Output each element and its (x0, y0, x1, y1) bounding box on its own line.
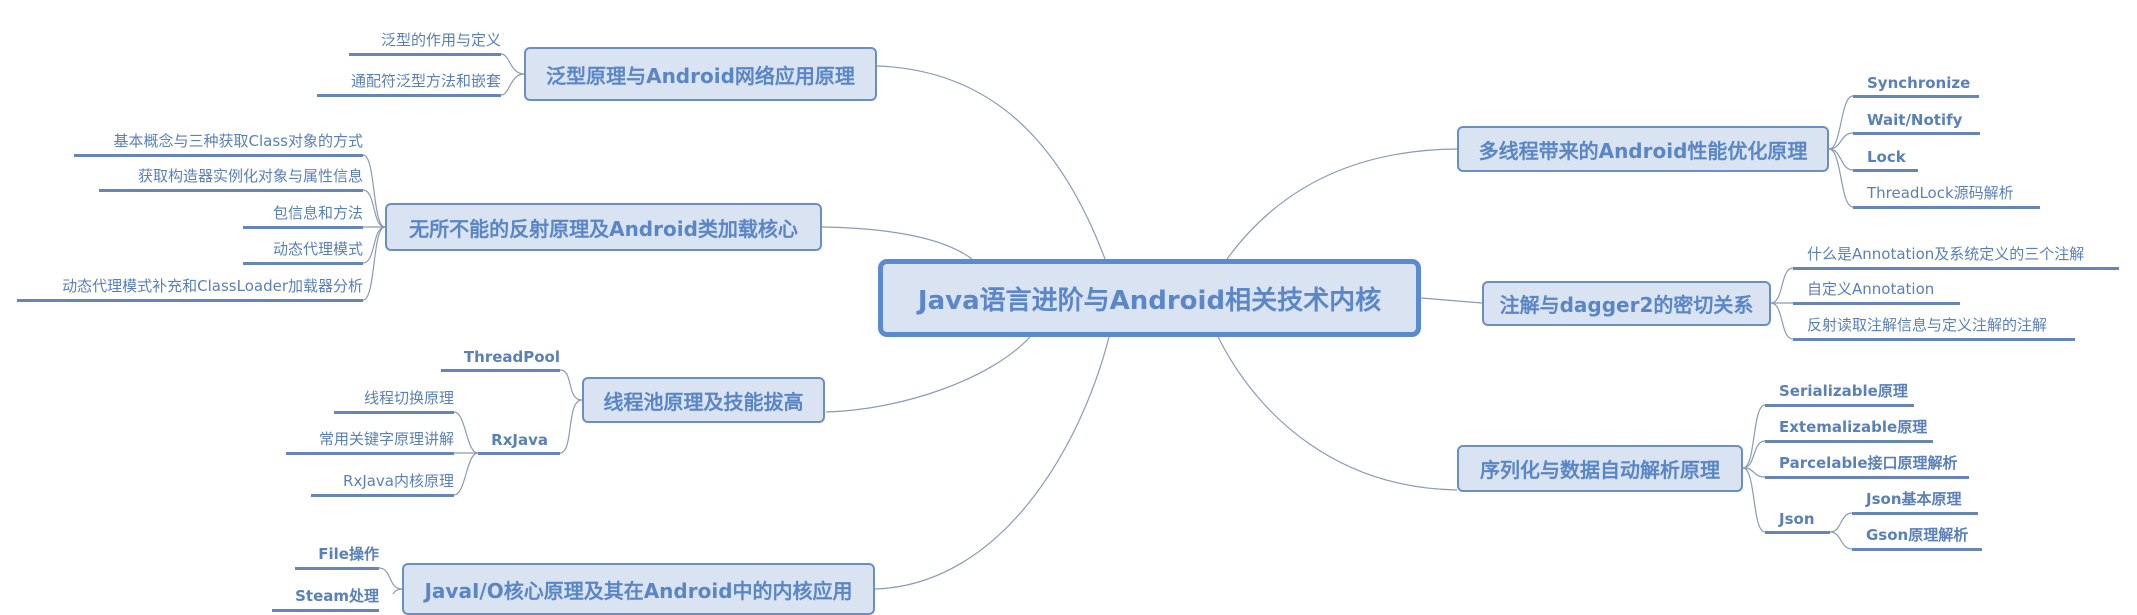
subtopic-underline (441, 369, 560, 372)
subtopic-label: 基本概念与三种获取Class对象的方式 (113, 132, 363, 150)
subtopic-underline (243, 226, 363, 229)
topic-annotation-dagger[interactable]: 注解与dagger2的密切关系 (1482, 281, 1771, 326)
topic-generics[interactable]: 泛型原理与Android网络应用原理 (524, 47, 877, 101)
subtopic-keywords[interactable]: 常用关键字原理讲解 (286, 425, 454, 455)
subtopic-dynamic-proxy[interactable]: 动态代理模式 (243, 235, 363, 265)
subtopic-underline (295, 567, 379, 570)
subtopic-steam[interactable]: Steam处理 (272, 582, 379, 612)
subtopic-custom-annotation[interactable]: 自定义Annotation (1793, 275, 1960, 305)
subtopic-label: 自定义Annotation (1807, 280, 1935, 298)
subtopic-parcelable[interactable]: Parcelable接口原理解析 (1765, 449, 1969, 479)
subtopic-file-ops[interactable]: File操作 (295, 540, 379, 570)
subtopic-label: RxJava (491, 431, 548, 449)
subtopic-underline (1793, 338, 2075, 341)
subtopic-underline (317, 94, 501, 97)
subtopic-underline (272, 609, 379, 612)
subtopic-label: 什么是Annotation及系统定义的三个注解 (1807, 245, 2085, 263)
topic-label: 无所不能的反射原理及Android类加载核心 (409, 216, 798, 241)
subtopic-reflect-annotation[interactable]: 反射读取注解信息与定义注解的注解 (1793, 311, 2075, 341)
subtopic-what-is-annotation[interactable]: 什么是Annotation及系统定义的三个注解 (1793, 240, 2119, 270)
subtopic-label: ThreadLock源码解析 (1867, 184, 2014, 202)
subtopic-underline (1765, 476, 1969, 479)
subtopic-label: 常用关键字原理讲解 (318, 430, 454, 448)
subtopic-label: Lock (1867, 148, 1906, 166)
subtopic-label: Wait/Notify (1867, 111, 1963, 129)
subtopic-label: 动态代理模式 (272, 240, 363, 258)
subtopic-underline (1793, 302, 1960, 305)
topic-label: 泛型原理与Android网络应用原理 (546, 63, 855, 88)
subtopic-rxjava-core[interactable]: RxJava内核原理 (311, 467, 454, 497)
subtopic-underline (334, 411, 454, 414)
topic-label: 线程池原理及技能拔高 (603, 389, 804, 414)
subtopic-label: Json (1779, 510, 1815, 528)
subtopic-label: 泛型的作用与定义 (380, 31, 501, 49)
subtopic-underline (17, 299, 363, 302)
subtopic-underline (1765, 404, 1914, 407)
subtopic-wildcard-generics[interactable]: 通配符泛型方法和嵌套 (317, 67, 501, 97)
subtopic-underline (243, 262, 363, 265)
topic-java-io[interactable]: JavaI/O核心原理及其在Android中的内核应用 (402, 563, 875, 615)
subtopic-label: 反射读取注解信息与定义注解的注解 (1807, 316, 2048, 334)
subtopic-underline (1853, 95, 1979, 98)
subtopic-gson[interactable]: Gson原理解析 (1852, 521, 1982, 551)
subtopic-underline (1765, 531, 1830, 534)
subtopic-label: Steam处理 (295, 587, 379, 605)
subtopic-label: File操作 (318, 545, 379, 563)
subtopic-package-info[interactable]: 包信息和方法 (243, 199, 363, 229)
subtopic-underline (1765, 440, 1933, 443)
topic-label: 注解与dagger2的密切关系 (1499, 293, 1754, 317)
subtopic-rxjava[interactable]: RxJava (478, 425, 560, 455)
subtopic-underline (1853, 206, 2040, 209)
mind-map-canvas: Java语言进阶与Android相关技术内核 泛型原理与Android网络应用原… (17, 26, 2119, 615)
subtopic-underline (1793, 267, 2119, 270)
subtopic-lock[interactable]: Lock (1853, 142, 1918, 172)
subtopic-thread-switch[interactable]: 线程切换原理 (334, 384, 454, 414)
subtopic-label: Serializable原理 (1779, 382, 1908, 400)
subtopic-underline (99, 189, 363, 192)
subtopic-underline (74, 154, 363, 157)
topic-label: JavaI/O核心原理及其在Android中的内核应用 (424, 578, 853, 603)
subtopic-externalizable[interactable]: Extemalizable原理 (1765, 413, 1933, 443)
subtopic-label: Extemalizable原理 (1779, 418, 1928, 436)
subtopic-underline (478, 452, 560, 455)
subtopic-classloader[interactable]: 动态代理模式补充和ClassLoader加载器分析 (17, 272, 363, 302)
subtopic-json[interactable]: Json (1765, 504, 1830, 534)
subtopic-threadlock[interactable]: ThreadLock源码解析 (1853, 179, 2040, 209)
subtopic-label: RxJava内核原理 (343, 472, 454, 490)
topic-multithreading[interactable]: 多线程带来的Android性能优化原理 (1457, 126, 1829, 172)
subtopic-constructor[interactable]: 获取构造器实例化对象与属性信息 (99, 162, 363, 192)
subtopic-label: 获取构造器实例化对象与属性信息 (137, 167, 363, 185)
subtopic-label: Parcelable接口原理解析 (1779, 454, 1958, 472)
subtopic-label: 线程切换原理 (363, 389, 454, 407)
subtopic-underline (1853, 132, 1980, 135)
root-topic-label: Java语言进阶与Android相关技术内核 (917, 285, 1382, 316)
subtopic-label: Json基本原理 (1866, 490, 1962, 508)
subtopic-underline (286, 452, 454, 455)
subtopic-label: 通配符泛型方法和嵌套 (350, 72, 501, 90)
subtopic-label: Synchronize (1867, 74, 1971, 92)
subtopic-underline (349, 53, 501, 56)
subtopic-serializable[interactable]: Serializable原理 (1765, 377, 1914, 407)
subtopic-label: Gson原理解析 (1866, 526, 1969, 544)
subtopic-label: 包信息和方法 (272, 204, 363, 222)
topic-reflection[interactable]: 无所不能的反射原理及Android类加载核心 (385, 203, 822, 251)
subtopic-class-object[interactable]: 基本概念与三种获取Class对象的方式 (74, 127, 363, 157)
subtopic-underline (311, 494, 454, 497)
subtopic-underline (1853, 169, 1918, 172)
topic-thread-pool[interactable]: 线程池原理及技能拔高 (582, 377, 825, 423)
subtopic-underline (1852, 548, 1982, 551)
topic-label: 多线程带来的Android性能优化原理 (1478, 138, 1808, 163)
root-topic[interactable]: Java语言进阶与Android相关技术内核 (878, 259, 1421, 337)
subtopic-json-basics[interactable]: Json基本原理 (1852, 485, 1978, 515)
subtopic-generics-definition[interactable]: 泛型的作用与定义 (349, 26, 501, 56)
topic-label: 序列化与数据自动解析原理 (1480, 458, 1720, 482)
topic-serialization[interactable]: 序列化与数据自动解析原理 (1457, 445, 1743, 492)
subtopic-synchronize[interactable]: Synchronize (1853, 68, 1979, 98)
subtopic-label: 动态代理模式补充和ClassLoader加载器分析 (62, 277, 363, 295)
subtopic-underline (1852, 512, 1978, 515)
subtopic-label: ThreadPool (463, 348, 560, 366)
subtopic-wait-notify[interactable]: Wait/Notify (1853, 105, 1980, 135)
subtopic-threadpool[interactable]: ThreadPool (441, 342, 560, 372)
